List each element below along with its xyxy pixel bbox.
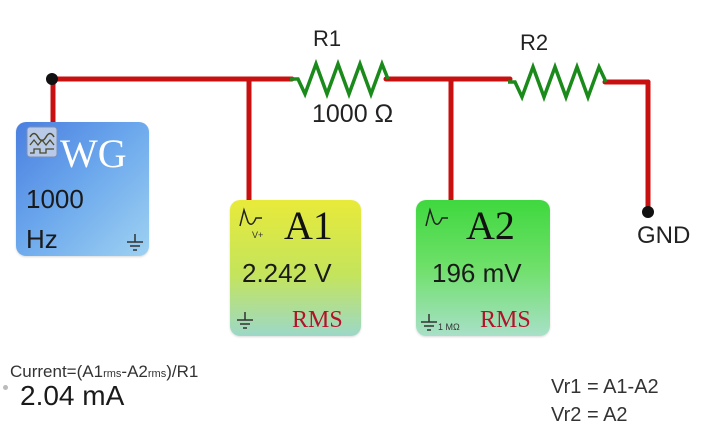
note-vr1: Vr1 = A1-A2 <box>551 376 659 398</box>
a2-mode: RMS <box>480 307 531 333</box>
a2-impedance: 1 MΩ <box>438 322 460 332</box>
a2-reading: 196 mV <box>432 258 522 288</box>
wg-unit: Hz <box>26 224 58 254</box>
r1-value: 1000 Ω <box>312 100 394 128</box>
waveform-icon <box>26 126 58 158</box>
resistor-r1[interactable] <box>290 58 390 100</box>
ground-icon <box>237 312 253 329</box>
ground-icon <box>127 234 143 251</box>
probe-waveform-icon <box>239 207 262 227</box>
ammeter-a1-card[interactable]: V+ A1 2.242 V RMS <box>230 200 361 336</box>
a1-icon-caption: V+ <box>252 230 264 240</box>
a2-title: A2 <box>466 203 515 248</box>
r2-label: R2 <box>520 30 549 55</box>
r1-label: R1 <box>313 26 342 51</box>
resistor-r2[interactable] <box>508 61 608 103</box>
node-dot-gnd[interactable] <box>642 206 654 218</box>
wires <box>50 76 651 211</box>
current-value: 2.04 mA <box>20 380 125 411</box>
a1-mode: RMS <box>292 307 343 333</box>
note-vr2: Vr2 = A2 <box>551 404 628 426</box>
ground-icon <box>421 314 437 331</box>
wave-generator-card[interactable]: WG 1000 Hz <box>16 122 149 256</box>
formula-prefix: Current=(A1 <box>10 362 104 381</box>
current-formula: Current=(A1rms-A2rms)/R1 <box>10 362 198 382</box>
a1-title: A1 <box>284 203 333 248</box>
bullet-dot <box>3 385 8 390</box>
wg-frequency: 1000 <box>26 184 84 214</box>
gnd-label: GND <box>637 222 691 249</box>
formula-sub2: rms <box>147 368 167 380</box>
a1-reading: 2.242 V <box>242 258 332 288</box>
node-dot-left[interactable] <box>46 73 58 85</box>
formula-mid: -A2 <box>121 362 148 381</box>
ammeter-a2-card[interactable]: A2 196 mV 1 MΩ RMS <box>416 200 550 336</box>
wg-title: WG <box>60 131 127 176</box>
probe-waveform-icon <box>425 207 448 227</box>
formula-suffix: )/R1 <box>166 362 199 381</box>
formula-sub1: rms <box>103 368 122 380</box>
